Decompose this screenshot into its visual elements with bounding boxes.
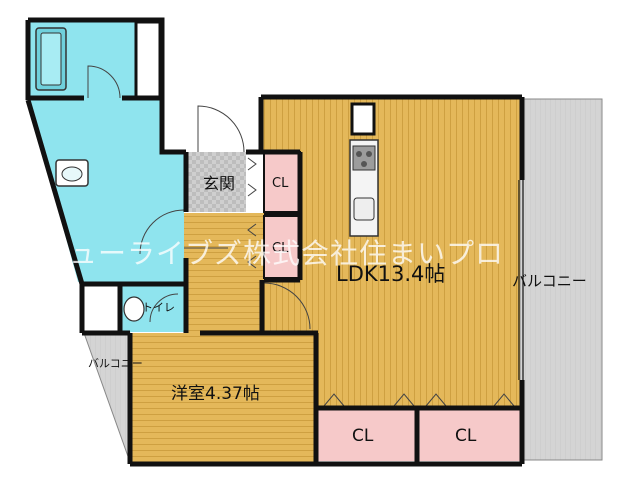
entrance-tile [188, 152, 246, 212]
walls [25, 17, 525, 467]
bottom-closet-right-label: CL [455, 426, 477, 446]
balcony-left-label: バルコニー [88, 357, 143, 370]
ldk-label: LDK13.4帖 [336, 262, 446, 286]
bottom-closet-left [316, 409, 416, 461]
balcony-left-area [83, 332, 131, 463]
western-room-floor [130, 333, 316, 462]
bottom-closet-right [418, 409, 520, 461]
balcony-right-area [519, 98, 603, 461]
bottom-closet-left-label: CL [352, 426, 374, 446]
entrance-label: 玄関 [203, 174, 236, 193]
entrance-closet-label: CL [272, 176, 289, 191]
hall-closet-label: CL [272, 241, 289, 256]
western-room-label: 洋室4.37帖 [171, 384, 260, 404]
windows [518, 180, 524, 380]
balcony-right-label: バルコニー [512, 272, 587, 290]
sink-icon [353, 197, 375, 221]
toilet-icon [123, 296, 145, 322]
toilet-label: トイレ [142, 301, 175, 314]
door-swings [87, 65, 515, 407]
watermark: ビューライブズ株式会社住まいプロ [40, 237, 505, 270]
hallway-floor [184, 213, 264, 333]
